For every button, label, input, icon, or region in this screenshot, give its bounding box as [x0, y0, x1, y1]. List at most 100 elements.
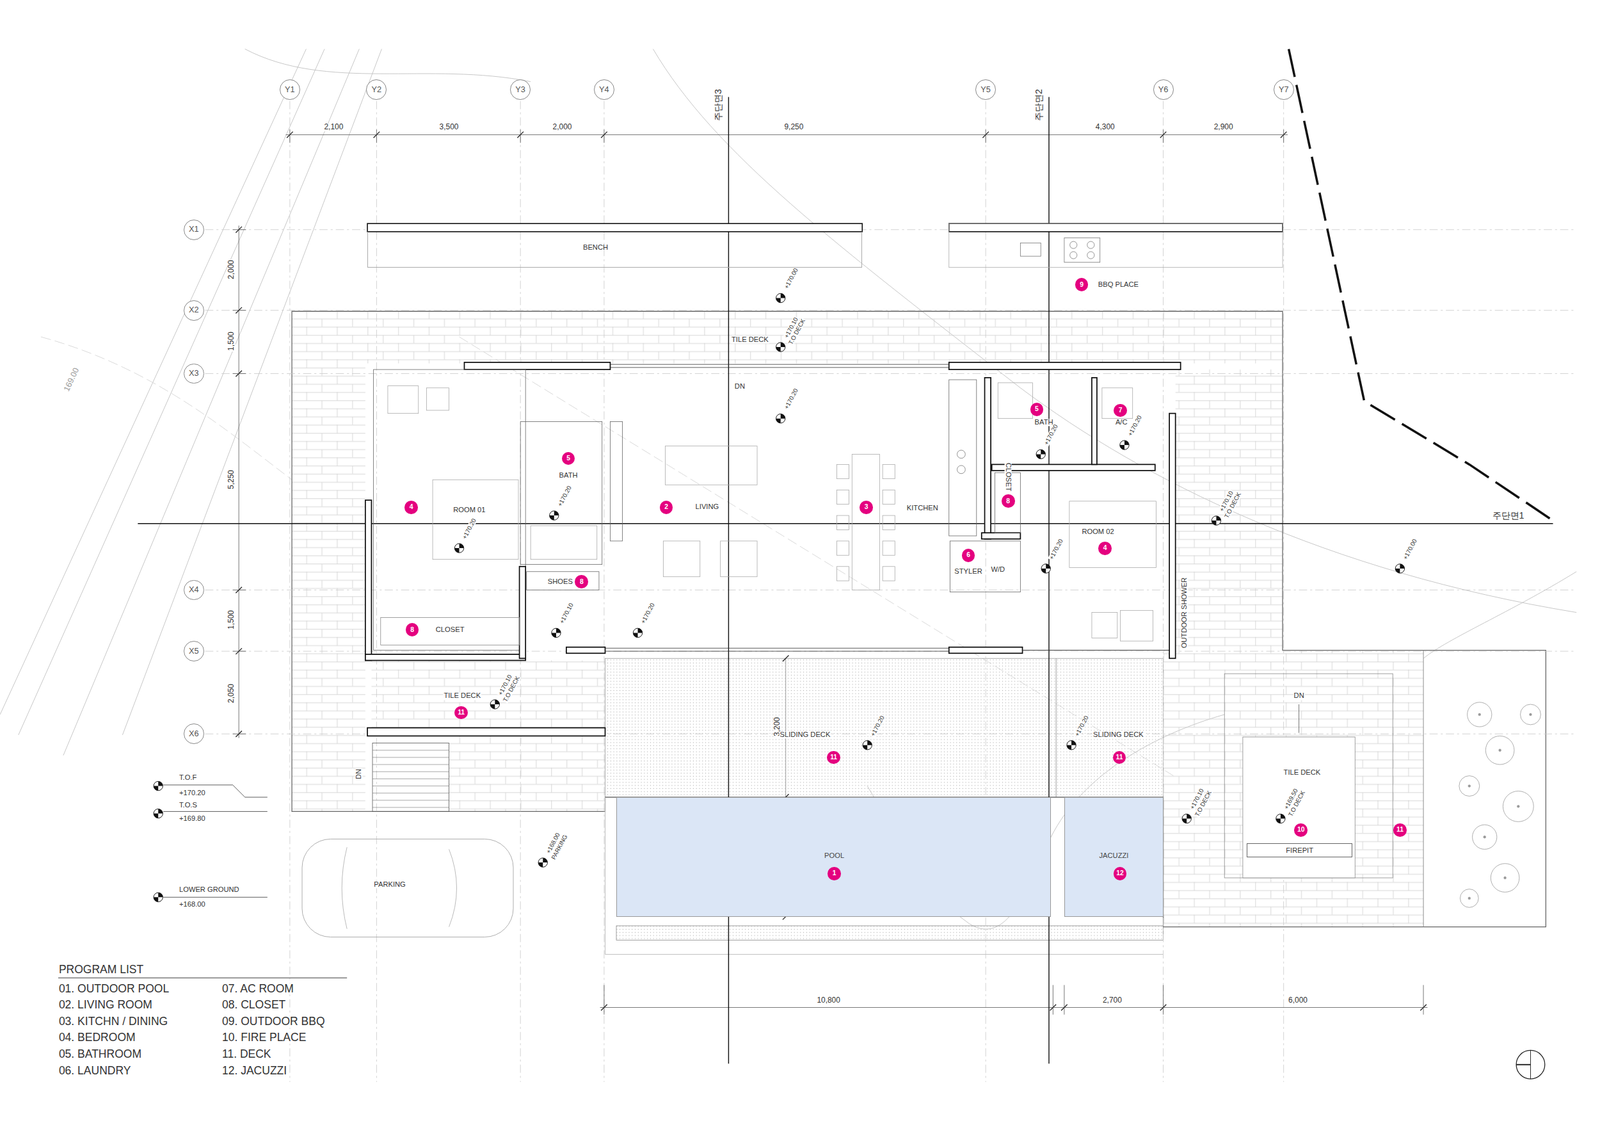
closet	[380, 617, 520, 646]
tree	[1467, 702, 1492, 727]
level-marker	[1041, 563, 1051, 573]
level-marker	[1120, 440, 1129, 450]
north-symbol	[1516, 1063, 1531, 1065]
tile-area	[291, 363, 366, 812]
grid-line	[205, 650, 1577, 652]
plan-label: 2,900	[1213, 123, 1234, 132]
burner	[1087, 251, 1095, 259]
callout-number: 10	[1294, 823, 1308, 837]
dimension-ext	[232, 373, 247, 374]
bathtub	[530, 525, 598, 560]
callout-text: 7	[1118, 407, 1123, 414]
plan-label: 10. FIRE PLACE	[221, 1032, 307, 1044]
grid-line	[205, 309, 1577, 311]
plan-label: 4,300	[1095, 123, 1116, 132]
callout-text: 1	[832, 869, 837, 877]
list-rule	[58, 977, 347, 978]
level-marker	[1036, 449, 1046, 459]
level-marker	[776, 293, 786, 303]
plan-label: TILE DECK	[1283, 768, 1322, 776]
armchair	[387, 385, 419, 414]
callout-text: X3	[188, 369, 200, 378]
plan-label: +170.20	[1042, 423, 1060, 447]
grid-bubble: X2	[183, 300, 205, 321]
grid-line	[985, 101, 987, 1082]
callout-text: X4	[188, 585, 200, 594]
leader-line	[163, 810, 268, 812]
stair-tread	[372, 764, 450, 765]
glazing	[609, 366, 949, 368]
laundry	[949, 540, 1021, 592]
burner	[1070, 241, 1078, 249]
tile-area	[1163, 650, 1424, 927]
plan-label: PARKING	[373, 881, 406, 889]
callout-number: 8	[405, 622, 420, 637]
bbq-counter	[949, 223, 1283, 268]
level-marker	[1066, 740, 1076, 750]
dining-table	[851, 453, 880, 590]
plan-label: 169.00	[62, 366, 81, 394]
area-label: POOL	[824, 852, 845, 860]
dimension-ext	[232, 733, 247, 735]
plan-label: +170.20	[1047, 536, 1065, 561]
plan-label: 2,100	[323, 123, 344, 132]
callout-number: 5	[1030, 402, 1044, 416]
stair-tread	[372, 756, 450, 758]
wall	[367, 727, 605, 736]
plan-label: +169.80	[178, 814, 207, 822]
dimension-line	[286, 134, 1289, 136]
plan-label: 2,700	[1102, 996, 1123, 1005]
grid-line	[289, 101, 290, 1082]
tile-deck-outline	[1224, 673, 1393, 878]
plan-label: 04. BEDROOM	[58, 1032, 137, 1044]
stair-arrow	[1298, 704, 1300, 733]
north-symbol	[1516, 1049, 1545, 1079]
cooktop	[1064, 237, 1101, 262]
terrain-dashed	[40, 336, 292, 480]
burner	[957, 449, 966, 459]
dimension-ext	[520, 129, 521, 143]
dimension-ext	[603, 984, 605, 1014]
burner	[1087, 241, 1095, 249]
armchair	[1120, 609, 1154, 641]
stair-tread	[372, 778, 450, 779]
plan-label: 06. LAUNDRY	[58, 1064, 132, 1077]
bench: BENCH	[367, 231, 863, 268]
plan-label: 02. LIVING ROOM	[58, 999, 153, 1012]
bed	[432, 479, 519, 559]
wall	[992, 464, 1156, 471]
callout-text: Y6	[1158, 85, 1169, 95]
tile-area	[291, 311, 1283, 363]
callout-text: X2	[188, 305, 200, 315]
pool-edge	[604, 796, 606, 955]
shoe-cabinet	[526, 571, 600, 591]
glazing	[609, 364, 949, 365]
callout-text: 11	[457, 709, 465, 716]
dimension-ext	[985, 129, 987, 143]
callout-text: Y7	[1278, 85, 1289, 95]
plan-label: +168.00	[178, 900, 207, 908]
leader-line	[163, 896, 268, 898]
dimension-line	[600, 1006, 1428, 1008]
chair	[882, 515, 895, 530]
stair-tread	[372, 771, 450, 772]
plan-label: BBQ PLACE	[1097, 280, 1140, 288]
dimension-tick	[782, 654, 790, 662]
callout-number: 5	[561, 451, 576, 466]
dimension-ext	[289, 129, 290, 143]
armchair	[663, 540, 700, 577]
level-marker	[549, 510, 559, 520]
side-table	[426, 387, 450, 411]
plan-label: 12. JACUZZI	[221, 1064, 288, 1077]
dimension-ext	[603, 129, 605, 143]
sliding-deck	[605, 657, 1164, 797]
plan-label: BATH	[558, 471, 579, 479]
level-marker	[776, 342, 786, 352]
section-line	[1048, 96, 1049, 1064]
level-marker	[862, 740, 872, 750]
stair-tread	[372, 785, 450, 786]
callout-number: 8	[574, 574, 589, 589]
plan-label: T.O.S	[178, 801, 198, 809]
dimension-ext	[232, 229, 247, 230]
